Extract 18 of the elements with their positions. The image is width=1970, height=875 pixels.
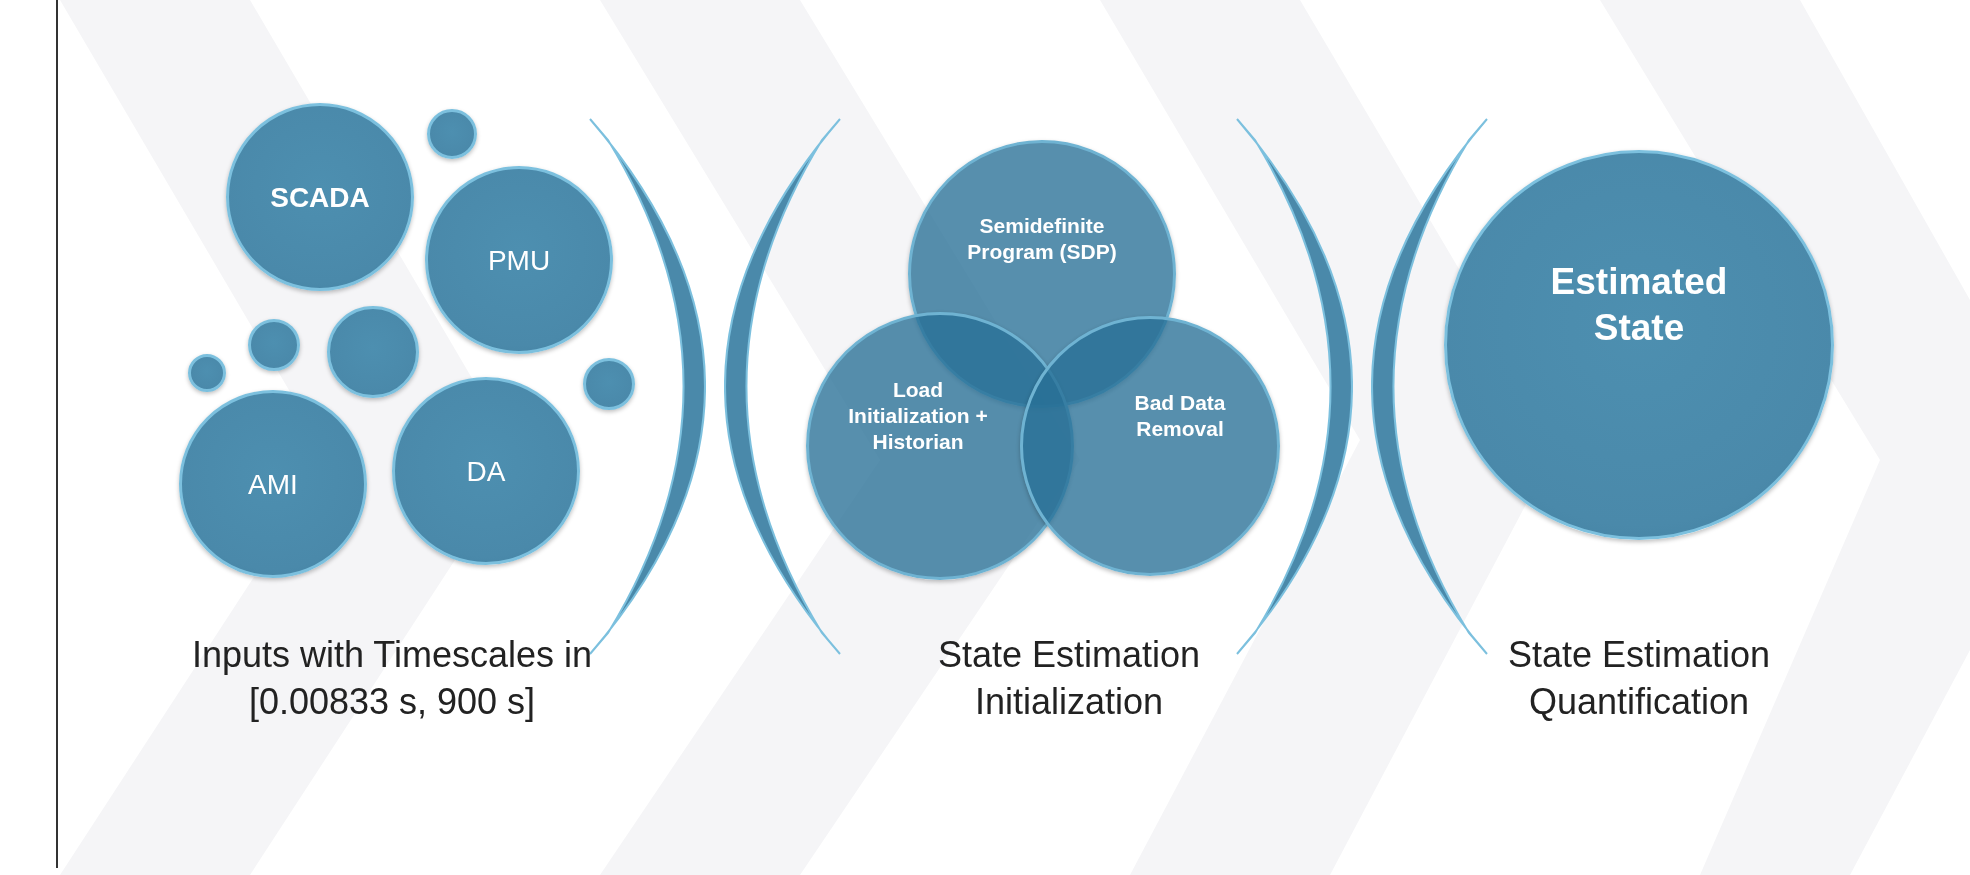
parenthesis-arc (724, 118, 842, 655)
circle-label: PMU (486, 243, 552, 278)
stage-caption: State Estimation Initialization (936, 633, 1202, 724)
small-circle (583, 358, 635, 410)
parenthesis-arc (588, 118, 706, 655)
circle-label: SCADA (269, 180, 371, 215)
circle-label: Semidefinite Program (SDP) (966, 212, 1118, 265)
stage-caption: Inputs with Timescales in [0.00833 s, 900 s] (190, 633, 594, 724)
circle-label: Estimated State (1549, 259, 1729, 350)
small-circle (427, 109, 477, 159)
parenthesis-arc (1371, 118, 1489, 655)
circle-label: AMI (247, 467, 299, 502)
stage-caption: State Estimation Quantification (1506, 633, 1772, 724)
parenthesis-arc (1235, 118, 1353, 655)
small-circle (188, 354, 226, 392)
circle-label: DA (465, 454, 507, 489)
circle-label: Bad Data Removal (1133, 389, 1227, 442)
circle-label: Load Initialization + Historian (847, 376, 989, 456)
